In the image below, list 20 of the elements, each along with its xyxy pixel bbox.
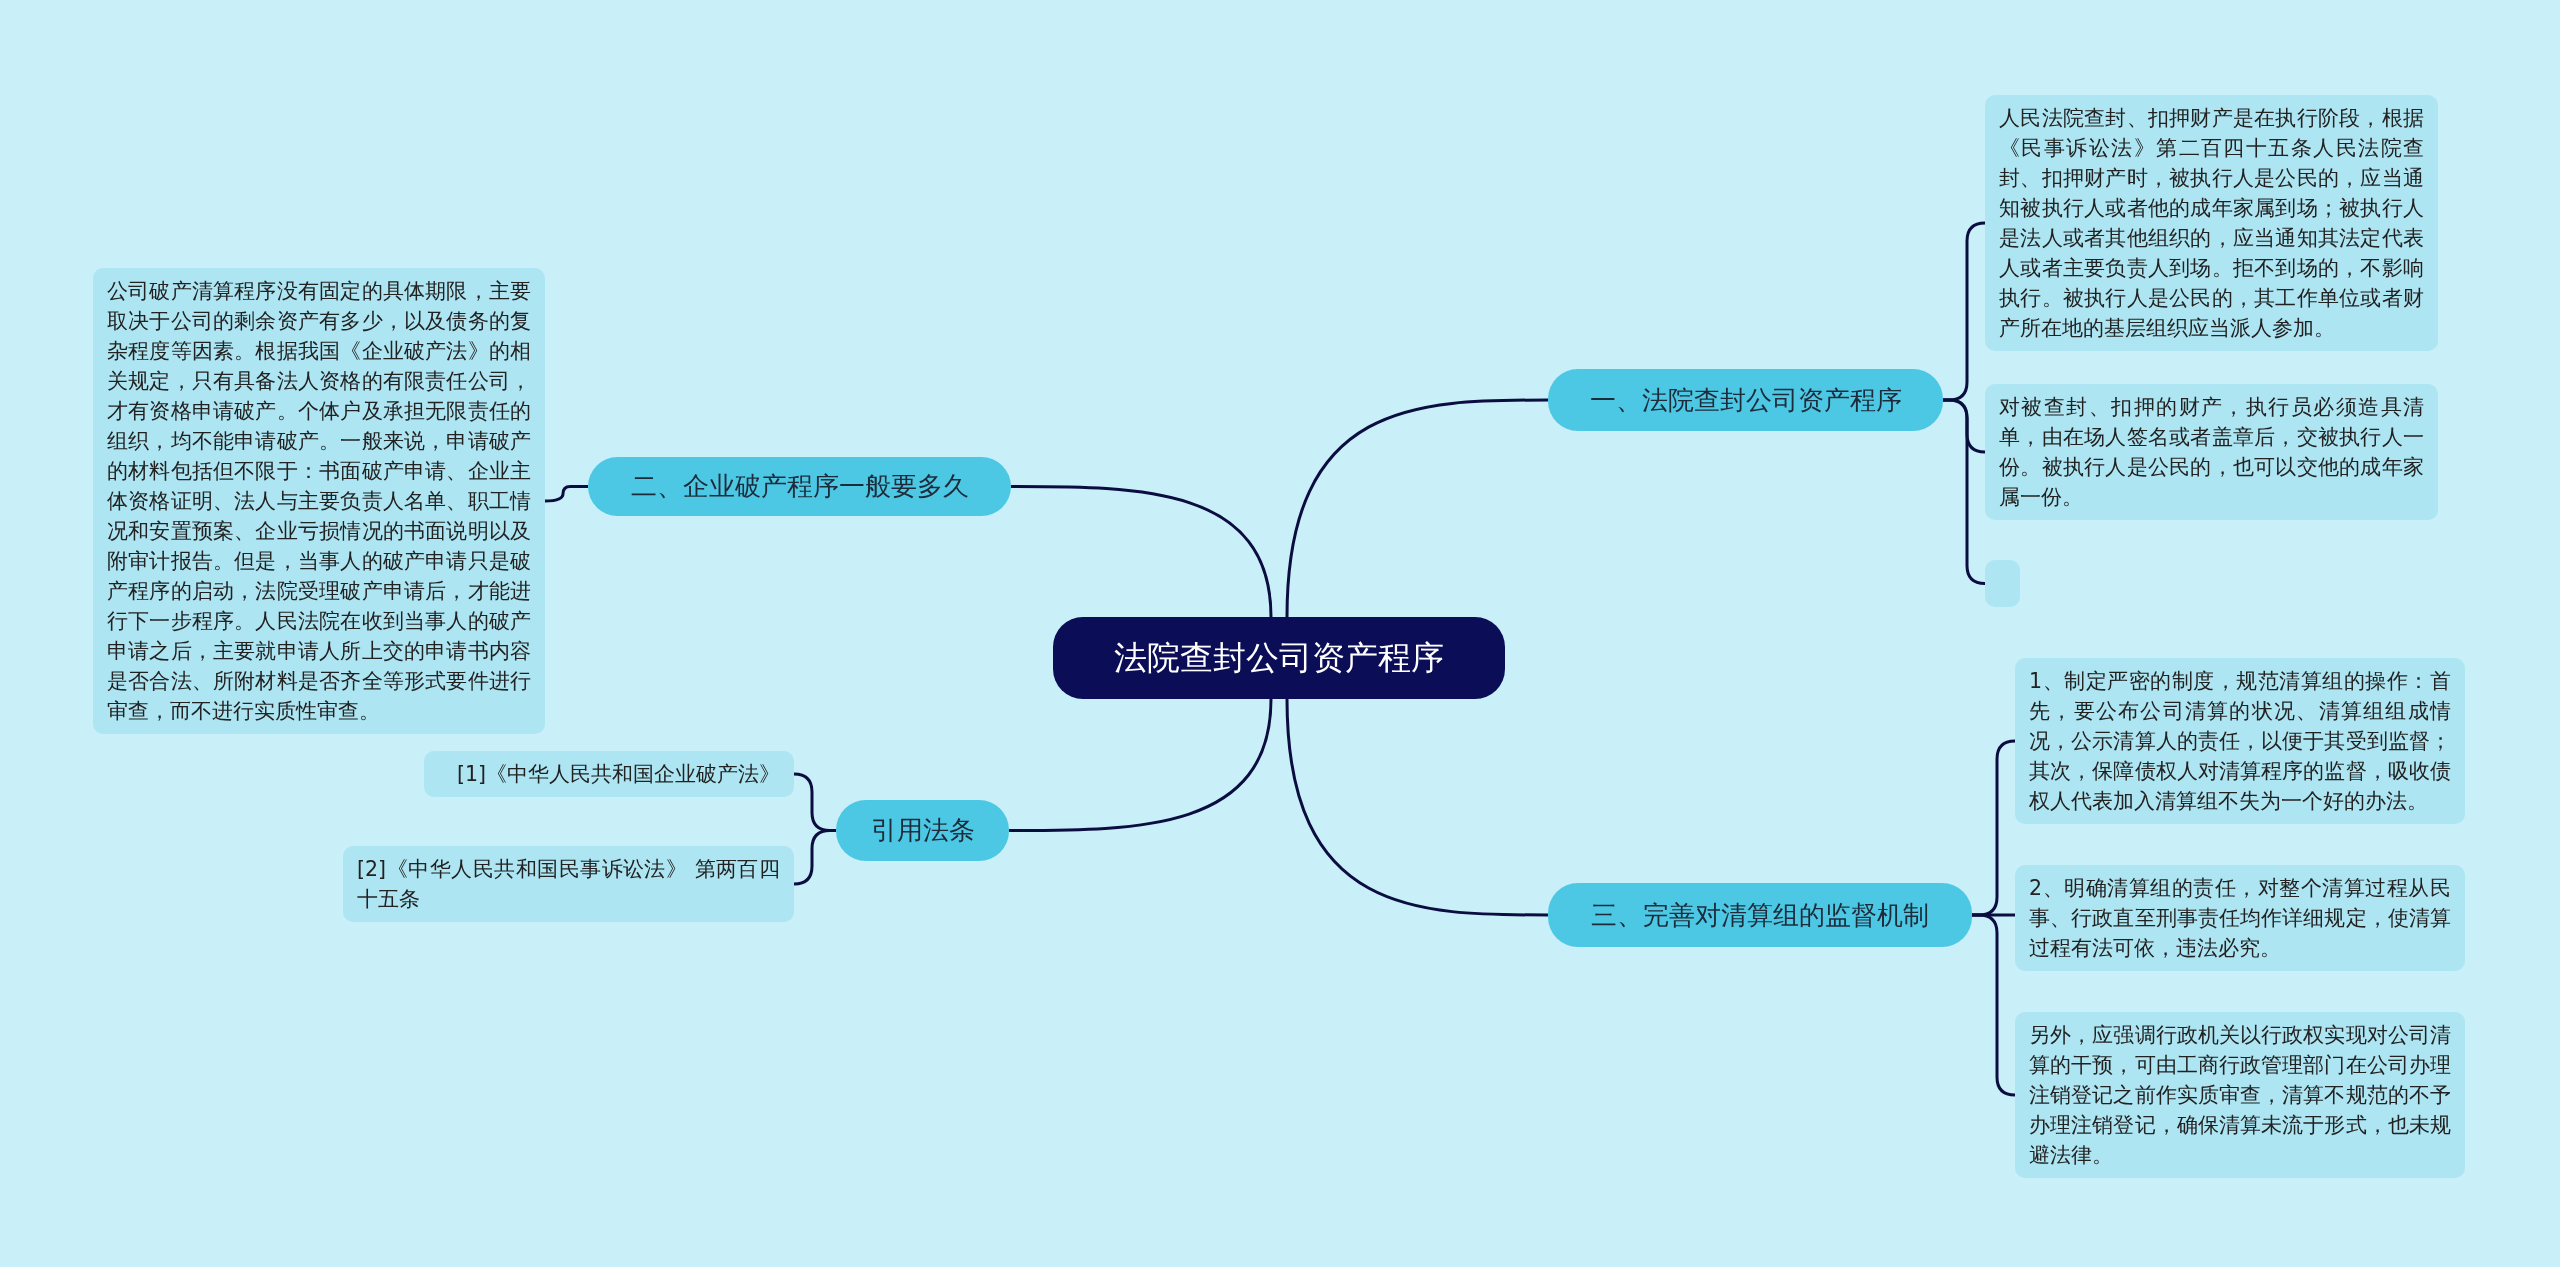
central-topic: 法院查封公司资产程序: [1053, 617, 1505, 699]
note-box: [1]《中华人民共和国企业破产法》: [424, 751, 794, 797]
note-box: 另外，应强调行政机关以行政权实现对公司清算的干预，可由工商行政管理部门在公司办理注销登记之前作实质审查，清算不规范的不予办理注销登记，确保清算未流于形式，也未规避法律。: [2015, 1012, 2465, 1178]
connector-line: [544, 485, 588, 503]
connector-line: [1285, 698, 1548, 917]
note-box: 对被查封、扣押的财产，执行员必须造具清单，由在场人签名或者盖章后，交被执行人一份。被执行人是公民的，也可以交他的成年家属一份。: [1985, 384, 2438, 520]
topic-box: 三、完善对清算组的监督机制: [1548, 883, 1972, 947]
note-box: 人民法院查封、扣押财产是在执行阶段，根据《民事诉讼法》第二百四十五条人民法院查封、扣押财产时，被执行人是公民的，应当通知被执行人或者他的成年家属到场；被执行人是法人或者其他组织的，应当通知其法定代表人或者主要负责人到场。拒不到场的，不影响执行。被执行人是公民的，其工作单位或者财产所在地的基层组织应当派人参加。: [1985, 95, 2438, 351]
connector-line: [1285, 398, 1548, 618]
connector-line: [1011, 485, 1273, 618]
note-box: 2、明确清算组的责任，对整个清算过程从民事、行政直至刑事责任均作详细规定，使清算过程有法可依，违法必究。: [2015, 865, 2465, 971]
topic-box: 一、法院查封公司资产程序: [1548, 369, 1943, 431]
topic-box: 二、企业破产程序一般要多久: [588, 457, 1011, 516]
empty-box: [1985, 560, 2020, 607]
note-box: [2]《中华人民共和国民事诉讼法》 第两百四十五条: [343, 846, 794, 922]
note-box: 1、制定严密的制度，规范清算组的操作：首先，要公布公司清算的状况、清算组组成情况，公示清算人的责任，以便于其受到监督；其次，保障债权人对清算程序的监督，吸收债权人代表加入清算组不失为一个好的办法。: [2015, 658, 2465, 824]
connector-line: [793, 829, 836, 886]
topic-box: 引用法条: [836, 800, 1009, 861]
connector-line: [1009, 698, 1273, 832]
note-box: 公司破产清算程序没有固定的具体期限，主要取决于公司的剩余资产有多少，以及债务的复杂程度等因素。根据我国《企业破产法》的相关规定，只有具备法人资格的有限责任公司，才有资格申请破产。个体户及承担无限责任的组织，均不能申请破产。一般来说，申请破产的材料包括但不限于：书面破产申请、企业主体资格证明、法人与主要负责人名单、职工情况和安置预案、企业亏损情况的书面说明以及附审计报告。但是，当事人的破产申请只是破产程序的启动，法院受理破产申请后，才能进行下一步程序。人民法院在收到当事人的破产申请之后，主要就申请人所上交的申请书内容是否合法、所附材料是否齐全等形式要件进行审查，而不进行实质性审查。: [93, 268, 545, 734]
